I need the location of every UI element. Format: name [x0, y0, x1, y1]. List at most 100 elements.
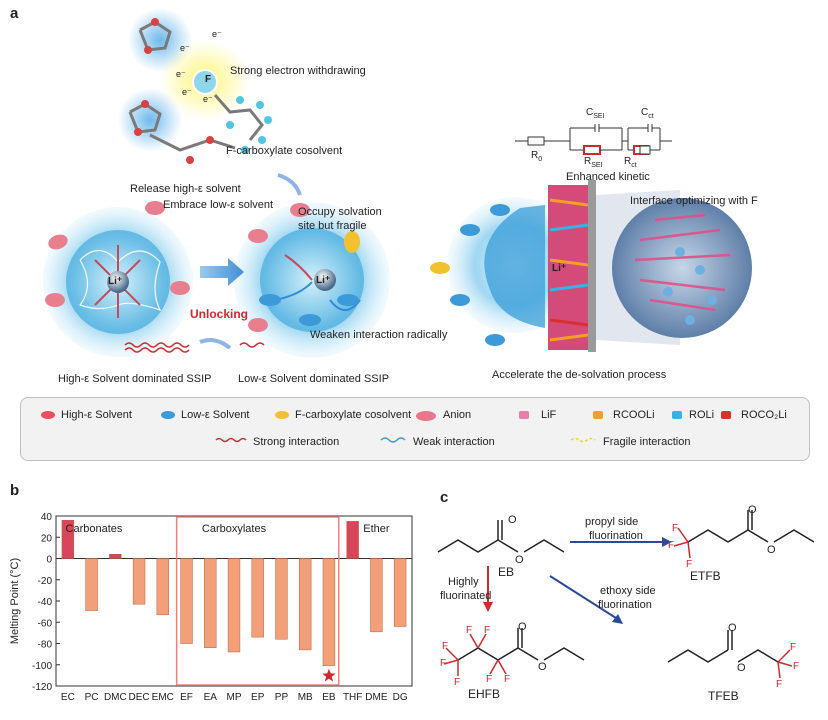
x-tick-label-eb: EB — [322, 692, 336, 703]
ehfb-o-atom: O — [518, 621, 527, 633]
embrace-label: Embrace low-ε solvent — [163, 199, 274, 211]
ehfb-f-6: F — [486, 674, 493, 685]
electron-label-3: e⁻ — [182, 87, 192, 97]
left-caption: High-ε Solvent dominated SSIP — [58, 373, 212, 385]
bar-pc — [85, 558, 98, 611]
high-epsilon-ssip-orb — [43, 207, 193, 357]
group-label-0: Carbonates — [66, 523, 123, 535]
fluorine-atom-label: F — [205, 74, 212, 85]
x-tick-label-emc: EMC — [152, 692, 174, 703]
x-tick-label-pp: PP — [275, 692, 289, 703]
eb-label: EB — [498, 565, 515, 579]
highlight-star — [322, 668, 336, 682]
circuit-rsei: RSEI — [584, 156, 603, 170]
ehfb-f-7: F — [504, 674, 511, 685]
occupy-label-2: site but fragile — [298, 220, 367, 232]
arrow1-line2: fluorination — [589, 530, 643, 542]
y-tick-label: -40 — [38, 597, 53, 608]
legend-box: High-ε Solvent Low-ε Solvent F-carboxyla… — [20, 397, 810, 461]
weak-mid-waves — [239, 342, 265, 348]
electron-label-4: e⁻ — [203, 94, 213, 104]
panel-letter-a: a — [10, 5, 19, 22]
panel-letter-b: b — [10, 482, 20, 499]
bar-dmc — [109, 554, 122, 559]
strong-interaction-swatch — [215, 437, 247, 443]
bar-mb — [299, 558, 312, 651]
tfeb-ester-o-atom: O — [737, 662, 746, 674]
legend-roco2li: ROCO₂Li — [741, 409, 787, 421]
unlocking-arrow — [199, 338, 232, 350]
x-tick-label-dme: DME — [365, 692, 388, 703]
tfeb-f-2: F — [793, 661, 800, 672]
tfeb-f-1: F — [790, 642, 797, 653]
ehfb-f-4: F — [466, 625, 473, 636]
legend-rcooli: RCOOLi — [613, 409, 655, 421]
x-tick-label-dmc: DMC — [104, 692, 127, 703]
ehfb-f-1: F — [442, 641, 449, 652]
bar-thf — [346, 521, 359, 559]
f-carboxylate-molecule — [118, 8, 272, 164]
carboxylates-frame — [175, 516, 340, 686]
unlocking-label: Unlocking — [190, 307, 249, 321]
release-label: Release high-ε solvent — [130, 183, 241, 195]
x-tick-label-dg: DG — [393, 692, 408, 703]
y-tick-label: -100 — [32, 661, 52, 672]
solvent-molecules — [45, 201, 360, 332]
etfb-f-2: F — [668, 540, 675, 551]
circuit-r0: R0 — [531, 150, 543, 164]
equivalent-circuit — [515, 124, 672, 155]
panel-a-graphic — [43, 8, 752, 358]
cosolvent-label: F-carboxylate cosolvent — [226, 145, 343, 157]
x-tick-label-thf: THF — [343, 692, 362, 703]
legend-fragile-interaction: Fragile interaction — [603, 436, 691, 448]
legend-strong-interaction: Strong interaction — [253, 436, 340, 448]
fragile-interaction-swatch — [570, 437, 596, 443]
lif-marker — [519, 411, 529, 419]
legend-roli: ROLi — [689, 409, 715, 421]
y-tick-label: 0 — [46, 555, 52, 566]
occupy-label-1: Occupy solvation — [298, 206, 382, 218]
bar-eb — [322, 558, 336, 667]
x-tick-label-ea: EA — [204, 692, 218, 703]
legend-line-swatches — [215, 437, 596, 443]
y-tick-label: -80 — [38, 640, 53, 651]
y-tick-label: 40 — [41, 512, 53, 523]
ion-label-right: Li⁺ — [552, 263, 567, 274]
circuit-rct: Rct — [624, 156, 637, 170]
strong-interaction-waves — [124, 342, 190, 348]
y-axis-label: Melting Point (°C) — [9, 558, 21, 644]
arrow3-line2: fluorination — [598, 599, 652, 611]
arrow2-line1: Highly — [448, 576, 479, 588]
y-tick-label: -20 — [38, 576, 53, 587]
x-tick-label-ep: EP — [251, 692, 265, 703]
legend-anion: Anion — [443, 409, 472, 421]
kinetic-label: Enhanced kinetic — [566, 171, 650, 183]
strong-interaction-waves-2 — [124, 347, 190, 353]
panel-c-structures — [437, 510, 815, 679]
bar-ea — [204, 558, 217, 648]
ehfb-ester-o-atom: O — [538, 661, 547, 673]
tfeb-o-atom: O — [728, 622, 737, 634]
panel-letter-c: c — [440, 489, 449, 506]
y-tick-label: 20 — [41, 533, 53, 544]
legend-cosolvent: F-carboxylate cosolvent — [295, 409, 412, 421]
arrow2-line2: fluorinated — [440, 590, 492, 602]
strong-withdrawing-label: Strong electron withdrawing — [230, 65, 366, 77]
bar-ef — [180, 558, 193, 644]
bar-emc — [156, 558, 169, 616]
transition-arrow — [200, 258, 244, 286]
rcooli-marker — [593, 411, 603, 419]
arrow1-line1: propyl side — [585, 516, 639, 528]
low-epsilon-marker — [161, 411, 175, 419]
bar-dg — [393, 558, 407, 627]
right-caption: Accelerate the de-solvation process — [492, 369, 667, 381]
x-tick-label-mb: MB — [298, 692, 313, 703]
etfb-label: ETFB — [690, 569, 721, 583]
bar-ec — [61, 520, 75, 559]
legend-weak-interaction: Weak interaction — [413, 436, 495, 448]
ehfb-structure — [443, 628, 585, 676]
x-tick-label-pc: PC — [85, 692, 99, 703]
tfeb-f-3: F — [776, 679, 783, 690]
anion-marker — [416, 411, 436, 421]
